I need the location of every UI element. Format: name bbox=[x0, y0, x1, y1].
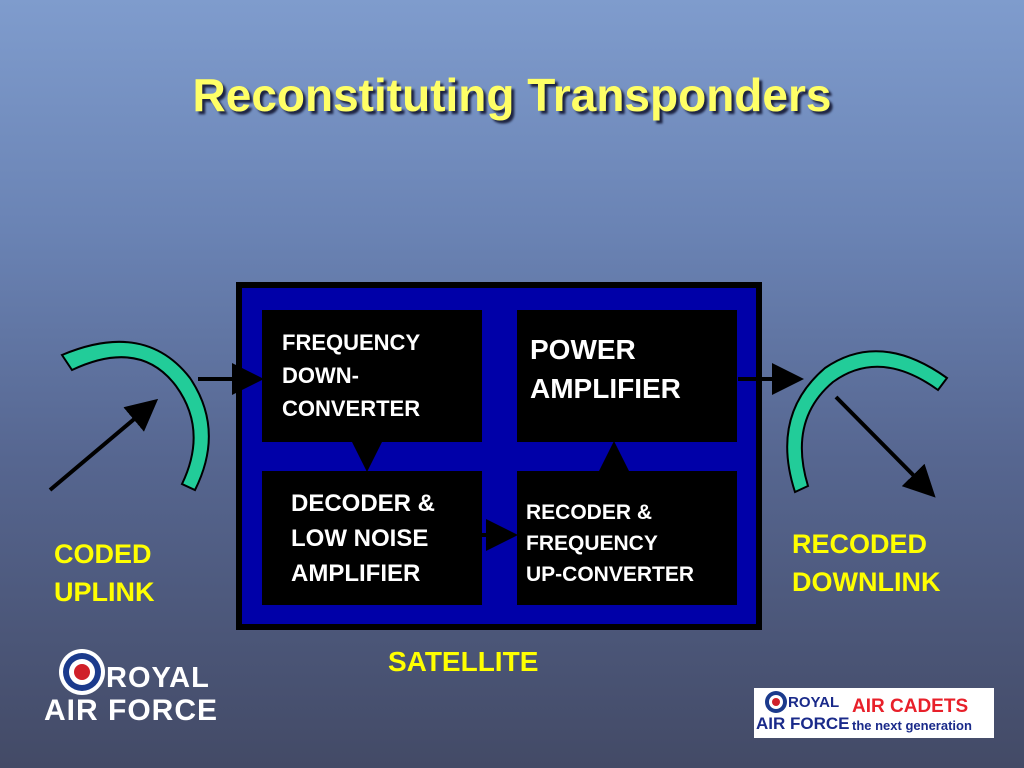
uplink-signal-arrow bbox=[48, 398, 159, 492]
cadets-title: AIR CADETS bbox=[852, 696, 969, 717]
frequency-down-converter-block: FREQUENCY DOWN- CONVERTER bbox=[262, 310, 482, 442]
label-line: UPLINK bbox=[54, 577, 155, 607]
recoder-up-converter-block: RECODER & FREQUENCY UP-CONVERTER bbox=[517, 471, 737, 605]
small-raf-airforce: AIR FORCE bbox=[756, 714, 850, 733]
block-line: POWER bbox=[530, 334, 636, 365]
uplink-antenna-dish bbox=[60, 340, 210, 492]
block-line: DECODER & bbox=[291, 490, 436, 517]
label-line: DOWNLINK bbox=[792, 567, 941, 597]
slide-title: Reconstituting Transponders bbox=[192, 69, 832, 121]
block-line: LOW NOISE bbox=[291, 525, 429, 552]
block-line: FREQUENCY bbox=[282, 330, 421, 355]
satellite-label: SATELLITE bbox=[388, 646, 539, 677]
block-line: CONVERTER bbox=[282, 396, 421, 421]
label-line: RECODED bbox=[792, 529, 928, 559]
roundel-icon bbox=[59, 649, 105, 695]
raf-logo: ROYAL AIR FORCE bbox=[44, 648, 224, 728]
decoder-lna-block: DECODER & LOW NOISE AMPLIFIER bbox=[262, 471, 482, 605]
power-amplifier-block: POWER AMPLIFIER bbox=[517, 310, 737, 442]
label-line: CODED bbox=[54, 539, 152, 569]
block-line: AMPLIFIER bbox=[530, 373, 681, 404]
raf-logo-airforce: AIR FORCE bbox=[44, 694, 218, 727]
cadets-tagline: the next generation bbox=[852, 718, 972, 733]
roundel-small-icon bbox=[765, 691, 787, 713]
small-raf-royal: ROYAL bbox=[788, 694, 840, 711]
block-line: RECODER & bbox=[526, 501, 653, 524]
air-cadets-logo: ROYAL AIR FORCE AIR CADETS the next gene… bbox=[754, 688, 994, 738]
block-line: UP-CONVERTER bbox=[526, 563, 695, 586]
coded-uplink-label: CODED UPLINK bbox=[54, 535, 155, 611]
downlink-antenna-dish bbox=[786, 350, 949, 494]
recoded-downlink-label: RECODED DOWNLINK bbox=[792, 525, 940, 601]
raf-logo-royal: ROYAL bbox=[106, 662, 210, 694]
block-line: FREQUENCY bbox=[526, 532, 658, 555]
downlink-signal-arrow bbox=[834, 395, 936, 498]
block-line: DOWN- bbox=[282, 363, 359, 388]
block-line: AMPLIFIER bbox=[291, 560, 421, 587]
